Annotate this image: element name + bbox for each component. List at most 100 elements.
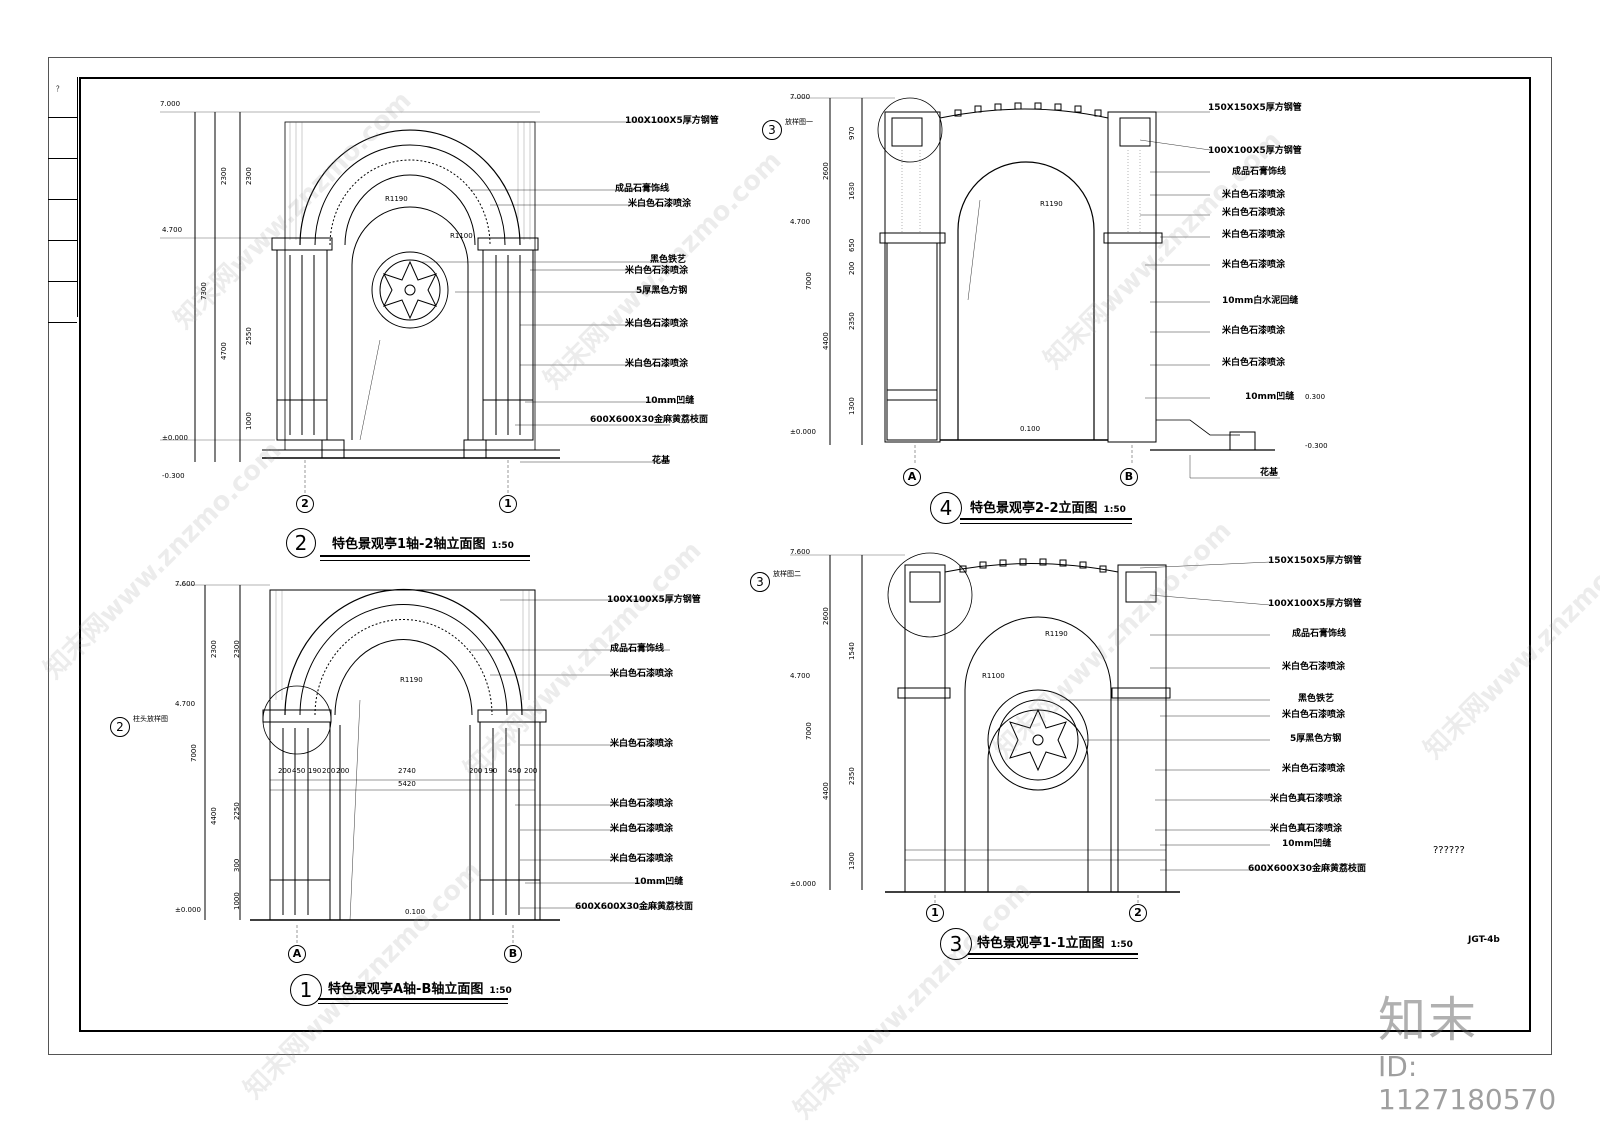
axis-marker: A [903,468,921,486]
v1-dim: 5420 [398,780,416,788]
view2-elevation [160,111,670,495]
axis-marker: 2 [1129,904,1147,922]
v1-label: 米白色石漆喷涂 [610,854,674,864]
v3-label: 米白色真石漆喷涂 [1270,824,1343,834]
title-underline [320,555,530,561]
v2-level: 7.000 [160,100,181,108]
v2-label: 米白色石漆喷涂 [625,266,689,276]
v4-level: 4.700 [790,218,811,226]
v3-label: 600X600X30金麻黄荔枝面 [1248,864,1366,874]
drawing-code: JGT-4b [1468,935,1500,945]
v4-dim: 650 [848,238,856,252]
v4-label: 米白色石漆喷涂 [1222,260,1286,270]
v4-level: -0.300 [1305,442,1328,450]
v1-dim: R1190 [400,676,423,684]
v3-label: 米白色石漆喷涂 [1282,710,1346,720]
axis-marker: 1 [499,495,517,513]
v3-ref: 放样图二 [773,570,801,578]
v4-dim: 2350 [848,312,856,330]
v2-dim: 2300 [220,167,228,185]
v4-label: 10mm凹缝 [1245,392,1295,402]
axis-marker: 1 [926,904,944,922]
v4-dim: 970 [848,126,856,140]
title-underline [968,953,1138,959]
v4-label: 10mm白水泥回缝 [1222,296,1299,306]
v2-dim: 1000 [245,412,253,430]
v3-level: 4.700 [790,672,811,680]
v2-dim: 4700 [220,342,228,360]
v1-label: 米白色石漆喷涂 [610,824,674,834]
v4-dim: 7000 [805,272,813,290]
v3-label: 5厚黑色方钢 [1290,734,1342,744]
v2-label: 米白色石漆喷涂 [625,319,689,329]
v4-label: 花基 [1260,468,1279,478]
v1-row-dim: 200 [469,767,483,775]
view-number: 2 [286,528,316,558]
view-number: 1 [290,974,322,1006]
v3-dim: R1190 [1045,630,1068,638]
note-text: ?????? [1433,845,1465,856]
axis-marker: B [1120,468,1138,486]
v4-label: 米白色石漆喷涂 [1222,358,1286,368]
axis-marker: B [504,945,522,963]
v1-dim: 300 [233,858,241,872]
v2-label: 100X100X5厚方钢管 [625,116,719,126]
v4-label: 100X100X5厚方钢管 [1208,146,1302,156]
v1-row-dim: 200 [278,767,292,775]
v1-level: ±0.000 [175,906,201,914]
v2-level: ±0.000 [162,434,188,442]
outer-frame [48,57,1552,1055]
v4-label: 成品石膏饰线 [1232,167,1287,177]
v3-dim: 2350 [848,767,856,785]
v3-label: 10mm凹缝 [1282,839,1332,849]
v3-level: 7.600 [790,548,811,556]
v3-label: 米白色真石漆喷涂 [1270,794,1343,804]
reference-marker: 3 [762,120,782,140]
v1-row-dim: 450 [508,767,522,775]
v1-ref: 柱头放样图 [133,715,168,723]
v3-label: 黑色铁艺 [1298,694,1335,704]
title-strip: ？ [48,77,78,323]
v4-dim: 2600 [822,162,830,180]
v3-dim: R1100 [982,672,1005,680]
v2-label: 5厚黑色方钢 [636,286,688,296]
v2-label: 米白色石漆喷涂 [628,199,692,209]
v2-level: 4.700 [162,226,183,234]
v2-dim: R1100 [450,232,473,240]
v3-label: 100X100X5厚方钢管 [1268,599,1362,609]
v1-row-dim: 200 [322,767,336,775]
v4-dim: 1300 [848,397,856,415]
v1-dim: 2300 [210,640,218,658]
v1-label: 10mm凹缝 [634,877,684,887]
v4-level: ±0.000 [790,428,816,436]
v2-dim: 7300 [200,282,208,300]
view1-elevation [175,584,670,945]
v4-ref: 放样图一 [785,118,813,126]
v4-dim: R1190 [1040,200,1063,208]
v3-dim: 1540 [848,642,856,660]
v4-dim: 4400 [822,332,830,350]
v4-label: 米白色石漆喷涂 [1222,230,1286,240]
v1-level: 4.700 [175,700,196,708]
v4-level: 7.000 [790,93,811,101]
v1-label: 米白色石漆喷涂 [610,669,674,679]
v1-level: 7.600 [175,580,196,588]
reference-marker: 2 [110,717,130,737]
v1-row-dim: 450 [292,767,306,775]
v2-label: 成品石膏饰线 [615,184,670,194]
v3-label: 150X150X5厚方钢管 [1268,556,1362,566]
v3-dim: 4400 [822,782,830,800]
v4-label: 米白色石漆喷涂 [1222,190,1286,200]
v1-label: 成品石膏饰线 [610,644,665,654]
v3-dim: 2600 [822,607,830,625]
title-strip-cell [48,200,77,241]
v4-level: 0.100 [1020,425,1041,433]
v1-label: 600X600X30金麻黄荔枝面 [575,902,693,912]
v2-label: 10mm凹缝 [645,396,695,406]
title-strip-cell [48,241,77,282]
view4-elevation [790,97,1280,479]
title-underline [960,518,1132,524]
